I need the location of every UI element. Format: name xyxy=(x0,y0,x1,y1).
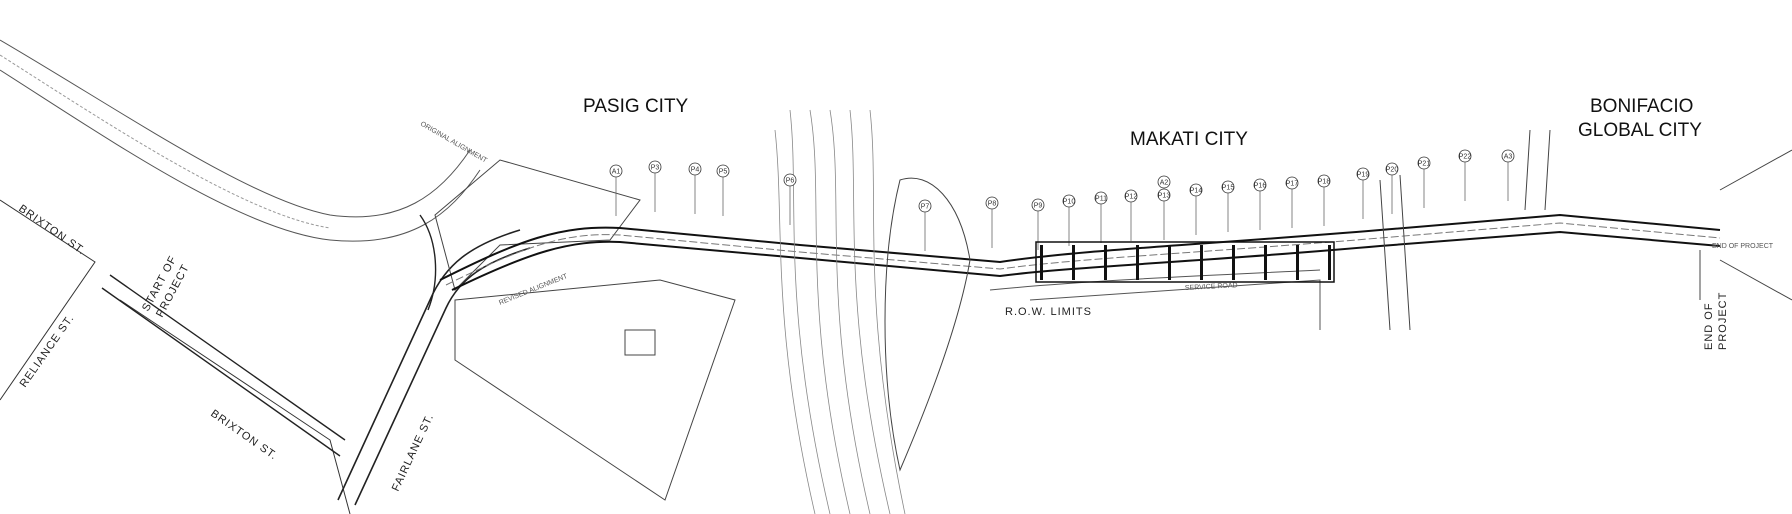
pasig-city-label: PASIG CITY xyxy=(583,96,689,117)
pier-marker-p10: P10 xyxy=(1062,194,1076,246)
pier-label: P18 xyxy=(1318,179,1331,186)
block-outline xyxy=(119,299,351,514)
end-of-project-2: PROJECT xyxy=(1717,292,1729,350)
fairlane-north xyxy=(419,214,437,311)
brixton-st-label-top: BRIXTON ST. xyxy=(16,203,87,258)
park-outline xyxy=(884,177,971,472)
pier-column xyxy=(1072,245,1075,280)
pier-marker-p20: P20 xyxy=(1385,162,1399,214)
centerline xyxy=(445,222,1721,286)
lot-outline xyxy=(434,159,641,291)
pier-label: P15 xyxy=(1222,185,1235,192)
pier-column xyxy=(1200,245,1203,280)
pier-marker-p8: P8 xyxy=(985,196,999,248)
pier-marker-p22: P22 xyxy=(1458,149,1472,201)
pier-label: P17 xyxy=(1286,181,1299,188)
row-limits-label: R.O.W. LIMITS xyxy=(1005,306,1092,318)
pier-marker-p12: P12 xyxy=(1124,189,1138,241)
fairlane-st-label: FAIRLANE ST. xyxy=(390,412,436,493)
reliance-st-label: RELIANCE ST. xyxy=(18,312,77,389)
pier-column xyxy=(1168,245,1171,280)
pier-label: P14 xyxy=(1190,188,1203,195)
pier-marker-p3: P3 xyxy=(648,160,662,212)
pier-label: P10 xyxy=(1063,199,1076,206)
existing-road-south-edge xyxy=(0,69,481,242)
pier-marker-p14: P14 xyxy=(1189,183,1203,235)
pier-column xyxy=(1296,245,1299,280)
pier-marker-p18: P18 xyxy=(1317,174,1331,226)
pier-marker-p6: P6 xyxy=(783,173,797,225)
pier-marker-p16: P16 xyxy=(1253,178,1267,230)
existing-road-buildings xyxy=(0,54,331,229)
pier-label: A1 xyxy=(612,169,621,176)
pier-label: P20 xyxy=(1386,167,1399,174)
pier-marker-p17: P17 xyxy=(1285,176,1299,228)
pier-marker-p5: P5 xyxy=(716,164,730,216)
pier-label: P16 xyxy=(1254,183,1267,190)
brixton-road xyxy=(109,274,346,441)
viaduct-deck xyxy=(1035,241,1335,283)
pier-column xyxy=(1328,245,1331,280)
pier-marker-a3: A3 xyxy=(1501,149,1515,201)
bonifacio-label-2: GLOBAL CITY xyxy=(1578,120,1702,141)
pier-label: P9 xyxy=(1034,203,1043,210)
pier-circle xyxy=(1157,175,1171,189)
lot-small xyxy=(624,329,656,356)
fairlane-road-edge xyxy=(354,247,531,506)
lot-large xyxy=(454,279,736,501)
pier-column xyxy=(1104,245,1107,280)
pier-column xyxy=(1040,245,1043,280)
pier-marker-p15: P15 xyxy=(1221,180,1235,232)
bgc-road xyxy=(1379,129,1792,331)
pier-label: P12 xyxy=(1125,194,1138,201)
pier-label: A2 xyxy=(1160,180,1169,187)
terrain-contours xyxy=(774,109,906,514)
main-alignment-north xyxy=(439,213,1721,281)
pier-label: P11 xyxy=(1095,196,1107,203)
pier-marker-p13: P13 xyxy=(1157,188,1171,240)
pier-label: P21 xyxy=(1418,161,1431,168)
brixton-st-label-bottom: BRIXTON ST. xyxy=(208,408,279,463)
pier-label: P4 xyxy=(691,167,700,174)
pier-label: P7 xyxy=(921,204,930,211)
pier-column xyxy=(1136,245,1139,280)
brixton-block xyxy=(0,199,96,401)
makati-city-label: MAKATI CITY xyxy=(1130,129,1248,150)
pier-label: P8 xyxy=(988,201,997,208)
pier-label: P22 xyxy=(1459,154,1472,161)
pier-label: P19 xyxy=(1357,172,1370,179)
existing-road-north-edge xyxy=(0,39,471,218)
pier-label: P3 xyxy=(651,165,660,172)
brixton-road-edge xyxy=(101,287,341,457)
row-limits-line xyxy=(989,269,1321,291)
pier-marker-p4: P4 xyxy=(688,162,702,214)
pier-marker-p21: P21 xyxy=(1417,156,1431,208)
original-alignment-label: ORIGINAL ALIGNMENT xyxy=(419,121,489,165)
main-alignment-south xyxy=(451,230,1721,291)
end-of-project-label: END OF PROJECT xyxy=(1712,243,1774,250)
service-road xyxy=(1029,279,1321,330)
bonifacio-label-1: BONIFACIO xyxy=(1590,96,1693,117)
pier-marker-p19: P19 xyxy=(1356,167,1370,219)
end-of-project-1: END OF xyxy=(1703,302,1715,350)
pier-label: P5 xyxy=(719,169,728,176)
pier-marker-a1: A1 xyxy=(609,164,623,216)
pier-label: A3 xyxy=(1504,154,1513,161)
pier-column xyxy=(1264,245,1267,280)
pier-label: P6 xyxy=(786,178,795,185)
pier-marker-p9: P9 xyxy=(1031,198,1045,250)
pier-column xyxy=(1232,245,1235,280)
pier-marker-p11: P11 xyxy=(1094,191,1108,243)
service-road-label: SERVICE ROAD xyxy=(1185,282,1238,292)
pier-marker-p7: P7 xyxy=(918,199,932,251)
pier-marker-a2: A2 xyxy=(1157,175,1171,189)
pier-label: P13 xyxy=(1158,193,1171,200)
